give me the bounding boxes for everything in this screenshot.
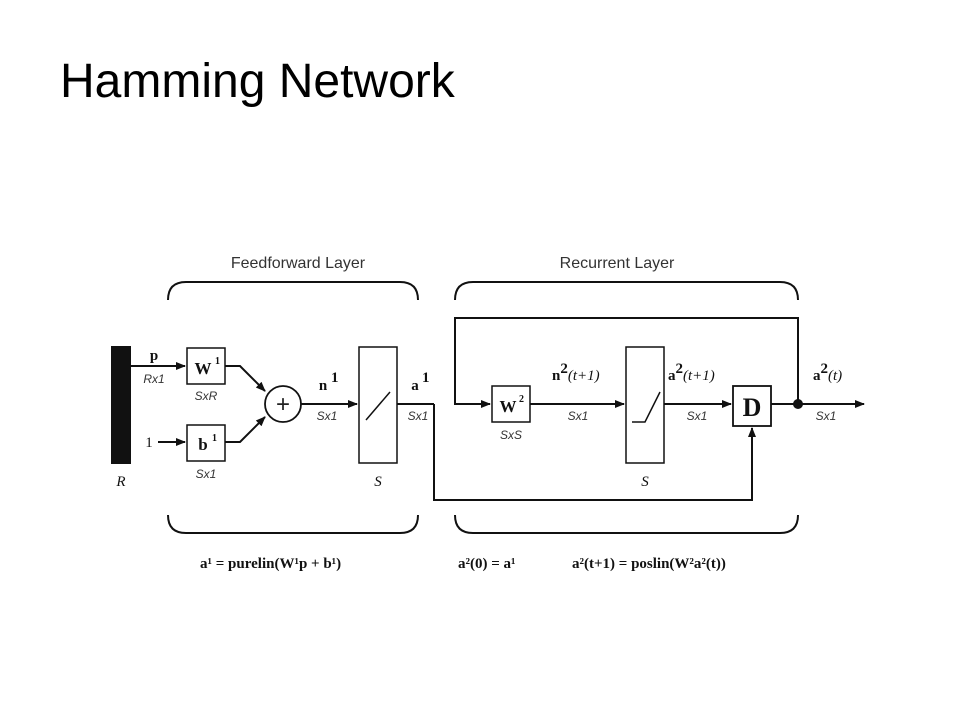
- poslin-curve-icon: [632, 391, 661, 423]
- a1-label: a: [411, 378, 419, 394]
- delay-label: D: [743, 393, 762, 422]
- b1-to-sum-line: [225, 416, 266, 443]
- a1-sup: 1: [422, 370, 430, 386]
- w2-sup: 2: [519, 394, 524, 405]
- feedforward-layer-label: Feedforward Layer: [231, 255, 366, 272]
- recurrent-initial-equation: a²(0) = a¹: [458, 556, 516, 572]
- input-size-label: R: [115, 474, 125, 490]
- input-vector-bar: [111, 346, 131, 464]
- w1-label: W: [195, 359, 212, 378]
- bias-input-label: 1: [145, 435, 153, 451]
- recurrent-layer-label: Recurrent Layer: [560, 255, 675, 272]
- w1-to-sum-line: [225, 365, 266, 392]
- purelin-line-icon: [365, 391, 391, 421]
- recurrent-bottom-brace: [454, 514, 799, 534]
- poslin-transfer-box: [625, 346, 665, 464]
- poslin-size-label: S: [641, 474, 649, 490]
- a1-to-delay-line: [433, 404, 756, 501]
- w2-label: W: [500, 397, 517, 416]
- a2-output-dim-label: Sx1: [816, 409, 837, 423]
- recurrent-update-equation: a²(t+1) = poslin(W²a²(t)): [572, 556, 726, 572]
- w1-sup: 1: [215, 356, 220, 367]
- delay-box: [732, 385, 772, 427]
- b1-sup: 1: [212, 433, 217, 444]
- slide-title: Hamming Network: [60, 55, 455, 108]
- a2-next-label: a2(t+1): [668, 361, 715, 384]
- w2-dim-label: SxS: [500, 428, 522, 442]
- n1-label: n: [319, 378, 328, 394]
- p-dim-label: Rx1: [143, 372, 164, 386]
- n1-sup: 1: [331, 370, 339, 386]
- a2-next-dim-label: Sx1: [687, 409, 708, 423]
- feedforward-top-brace: [167, 281, 419, 301]
- feedback-loop-line: [454, 317, 799, 408]
- sum-plus-icon: +: [276, 391, 290, 418]
- feedforward-equation: a¹ = purelin(W¹p + b¹): [200, 556, 341, 572]
- b1-dim-label: Sx1: [196, 467, 217, 481]
- n2-label: n2(t+1): [552, 361, 600, 384]
- w1-dim-label: SxR: [195, 389, 218, 403]
- n2-dim-label: Sx1: [568, 409, 589, 423]
- p-label: p: [150, 348, 158, 364]
- n1-dim-label: Sx1: [317, 409, 338, 423]
- b1-label: b: [198, 435, 207, 454]
- recurrent-top-brace: [454, 281, 799, 301]
- a1-dim-label: Sx1: [408, 409, 429, 423]
- purelin-transfer-box: [358, 346, 398, 464]
- a2-output-label: a2(t): [813, 361, 842, 384]
- purelin-size-label: S: [374, 474, 382, 490]
- output-junction-dot: [793, 399, 803, 409]
- w2-weight-box: [491, 385, 531, 423]
- feedforward-bottom-brace: [167, 514, 419, 534]
